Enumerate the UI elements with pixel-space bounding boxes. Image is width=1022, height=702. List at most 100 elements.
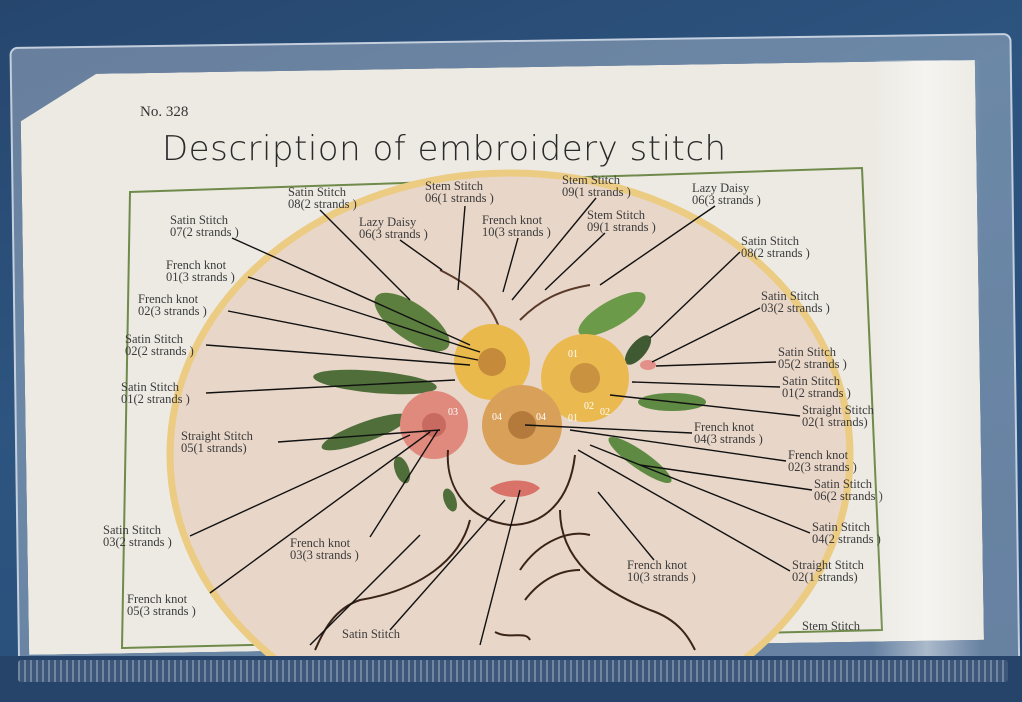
stitch-label-code: 03(3 strands ) xyxy=(290,548,359,562)
stitch-label-code: 02(2 strands ) xyxy=(125,344,194,358)
color-number: 04 xyxy=(492,412,502,423)
stitch-label-name: Satin Stitch xyxy=(342,627,400,641)
color-number: 03 xyxy=(448,407,458,418)
page-title: Description of embroidery stitch xyxy=(162,129,727,169)
color-number: 01 xyxy=(568,349,578,360)
stitch-label-name: French knot xyxy=(166,258,227,272)
leader-lines xyxy=(189,197,813,646)
stitch-label-code: 03(2 strands ) xyxy=(761,301,830,315)
card-number: No. 328 xyxy=(140,104,189,120)
stitch-label-name: Satin Stitch xyxy=(761,289,819,303)
stitch-label-name: Satin Stitch xyxy=(741,234,799,248)
stitch-label: Satin Stitch xyxy=(342,627,400,641)
stitch-label-code: 08(2 strands ) xyxy=(741,246,810,260)
stitch-label-name: Satin Stitch xyxy=(121,380,179,394)
woman-line-art xyxy=(314,449,696,651)
table-edge xyxy=(0,656,1022,702)
stitch-label-code: 04(3 strands ) xyxy=(694,432,763,446)
stitch-label-code: 07(2 strands ) xyxy=(170,225,239,239)
stitch-label-code: 02(1 strands) xyxy=(792,570,858,584)
stitch-label-name: French knot xyxy=(788,448,849,462)
stitch-label-code: 10(3 strands ) xyxy=(482,225,551,239)
stitch-label-name: Lazy Daisy xyxy=(692,181,750,195)
flowers xyxy=(400,324,656,465)
stitch-label-name: Satin Stitch xyxy=(288,185,346,199)
stitch-label-name: Satin Stitch xyxy=(103,523,161,537)
stitch-label-name: Satin Stitch xyxy=(125,332,183,346)
stitch-label-name: Satin Stitch xyxy=(814,477,872,491)
stitch-label-name: Satin Stitch xyxy=(778,345,836,359)
stitch-label-code: 06(2 strands ) xyxy=(814,489,883,503)
color-number: 02 xyxy=(584,401,594,412)
stitch-label-name: Straight Stitch xyxy=(181,429,253,443)
stitch-label-name: Straight Stitch xyxy=(792,558,864,572)
stitch-label-name: Stem Stitch xyxy=(562,173,620,187)
stitch-label-code: 09(1 strands ) xyxy=(587,220,656,234)
stitch-label-name: French knot xyxy=(482,213,543,227)
stitch-label-name: Lazy Daisy xyxy=(359,215,417,229)
stitch-label-name: Satin Stitch xyxy=(782,374,840,388)
stitch-label-name: Satin Stitch xyxy=(812,520,870,534)
stitch-label-code: 04(2 strands ) xyxy=(812,532,881,546)
stitch-label-code: 02(3 strands ) xyxy=(788,460,857,474)
stitch-label-code: 08(2 strands ) xyxy=(288,197,357,211)
stitch-label-name: French knot xyxy=(694,420,755,434)
stitch-label-name: Straight Stitch xyxy=(802,403,874,417)
stitch-label-code: 06(1 strands ) xyxy=(425,191,494,205)
stitch-label-name: Satin Stitch xyxy=(170,213,228,227)
color-number: 04 xyxy=(536,412,546,423)
stitch-label-code: 06(3 strands ) xyxy=(359,227,428,241)
stitch-label-name: French knot xyxy=(627,558,688,572)
color-number: 02 xyxy=(600,407,610,418)
stitch-label-code: 01(3 strands ) xyxy=(166,270,235,284)
stitch-label-code: 01(2 strands ) xyxy=(782,386,851,400)
stitch-label-name: Stem Stitch xyxy=(587,208,645,222)
stitch-label-code: 10(3 strands ) xyxy=(627,570,696,584)
stitch-label-code: 09(1 strands ) xyxy=(562,185,631,199)
stitch-label-code: 05(2 strands ) xyxy=(778,357,847,371)
stitch-label-name: French knot xyxy=(290,536,351,550)
stitch-label-name: French knot xyxy=(127,592,188,606)
lips xyxy=(490,480,540,497)
stitch-label-code: 02(1 strands) xyxy=(802,415,868,429)
stitch-label-name: Stem Stitch xyxy=(425,179,483,193)
stitch-label-code: 05(3 strands ) xyxy=(127,604,196,618)
stitch-label: Stem Stitch xyxy=(802,619,860,633)
stitch-label-code: 03(2 strands ) xyxy=(103,535,172,549)
stitch-label-name: French knot xyxy=(138,292,199,306)
stitch-label-code: 01(2 strands ) xyxy=(121,392,190,406)
stitch-label-code: 06(3 strands ) xyxy=(692,193,761,207)
sleeve-seal-strip xyxy=(18,660,1008,682)
stitch-label-name: Stem Stitch xyxy=(802,619,860,633)
color-number: 01 xyxy=(568,413,578,424)
stitch-label-code: 05(1 strands) xyxy=(181,441,247,455)
sleeve-glare xyxy=(872,60,982,660)
